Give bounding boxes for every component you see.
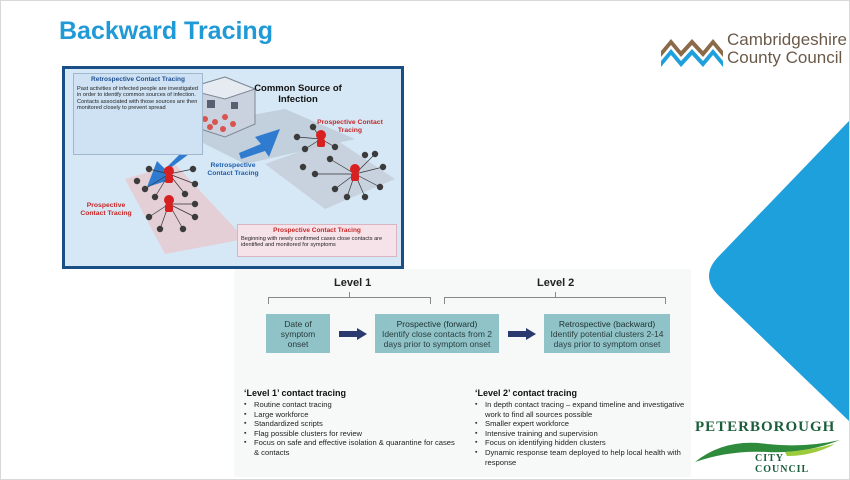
- level-1-heading: Level 1: [334, 277, 372, 289]
- prospective-forward-body: Identify close contacts from 2 days prio…: [381, 328, 493, 349]
- diagram-canvas: Retrospective Contact Tracing Past activ…: [65, 69, 401, 266]
- prospective-info-title: Prospective Contact Tracing: [273, 227, 361, 234]
- prospective-info-box: Prospective Contact Tracing Beginning wi…: [237, 224, 397, 257]
- retrospective-label-middle: Retrospective Contact Tracing: [207, 162, 259, 177]
- cambridgeshire-line1: Cambridgeshire: [727, 30, 847, 49]
- symptom-onset-line1: Date of: [284, 318, 312, 329]
- list-item: Large workforce: [244, 410, 459, 420]
- list-item: Focus on identifying hidden clusters: [475, 438, 690, 448]
- level-2-bracket-tick: [555, 292, 556, 297]
- list-item: Smaller expert workforce: [475, 419, 690, 429]
- level-1-bracket-tick: [349, 292, 350, 297]
- decorative-blue-shape: [709, 121, 849, 421]
- retrospective-info-box: Retrospective Contact Tracing Past activ…: [73, 73, 203, 155]
- level-1-tracing-title: ‘Level 1’ contact tracing: [244, 388, 347, 398]
- level-1-bracket: [268, 297, 431, 304]
- list-item: Flag possible clusters for review: [244, 429, 459, 439]
- level-2-tracing-list: ‘Level 2’ contact tracing In depth conta…: [475, 388, 690, 467]
- list-item: Standardized scripts: [244, 419, 459, 429]
- level-2-heading: Level 2: [537, 277, 575, 289]
- retrospective-info-title: Retrospective Contact Tracing: [91, 76, 185, 83]
- level-2-tracing-title: ‘Level 2’ contact tracing: [475, 388, 578, 398]
- symptom-onset-line3: onset: [287, 338, 309, 349]
- list-item: In depth contact tracing – expand timeli…: [475, 400, 690, 419]
- level-1-tracing-list: ‘Level 1’ contact tracing Routine contac…: [244, 388, 459, 458]
- prospective-forward-box: Prospective (forward) Identify close con…: [375, 314, 499, 353]
- diagram-illustration: [125, 76, 395, 254]
- peterborough-bottom-text: CITY COUNCIL: [755, 453, 810, 475]
- levels-figure: Level 1 Level 2 Date of symptom onset Pr…: [234, 269, 691, 477]
- list-item: Intensive training and supervision: [475, 429, 690, 439]
- symptom-onset-line2: symptom: [280, 328, 316, 339]
- cambridgeshire-logo: Cambridgeshire County Council: [661, 31, 847, 73]
- symptom-onset-box: Date of symptom onset: [266, 314, 330, 353]
- slide-title: Backward Tracing: [59, 17, 273, 45]
- common-source-label: Common Source of Infection: [254, 83, 342, 105]
- arrow-right-icon: [339, 328, 367, 340]
- cambridgeshire-text: Cambridgeshire County Council: [727, 31, 847, 67]
- list-item: Focus on safe and effective isolation & …: [244, 438, 459, 457]
- peterborough-top-text: PETERBOROUGH: [695, 419, 836, 435]
- peterborough-swoosh-icon: [695, 440, 840, 462]
- prospective-label-right: Prospective Contact Tracing: [317, 119, 383, 134]
- list-item: Dynamic response team deployed to help l…: [475, 448, 690, 467]
- retrospective-info-body: Past activities of infected people are i…: [77, 85, 198, 112]
- prospective-label-left: Prospective Contact Tracing: [80, 202, 132, 217]
- cambridgeshire-mark-icon: [661, 39, 723, 67]
- retrospective-backward-box: Retrospective (backward) Identify potent…: [544, 314, 670, 353]
- prospective-info-body: Beginning with newly confirmed cases clo…: [241, 235, 383, 249]
- contact-tracing-diagram: Retrospective Contact Tracing Past activ…: [62, 66, 404, 269]
- peterborough-logo: PETERBOROUGH CITY COUNCIL: [695, 419, 840, 475]
- prospective-forward-title: Prospective (forward): [396, 318, 478, 329]
- level-2-bracket: [444, 297, 666, 304]
- list-item: Routine contact tracing: [244, 400, 459, 410]
- cambridgeshire-line2: County Council: [727, 48, 843, 67]
- arrow-right-icon: [508, 328, 536, 340]
- retrospective-backward-title: Retrospective (backward): [558, 318, 656, 329]
- retrospective-backward-body: Identify potential clusters 2-14 days pr…: [550, 328, 664, 349]
